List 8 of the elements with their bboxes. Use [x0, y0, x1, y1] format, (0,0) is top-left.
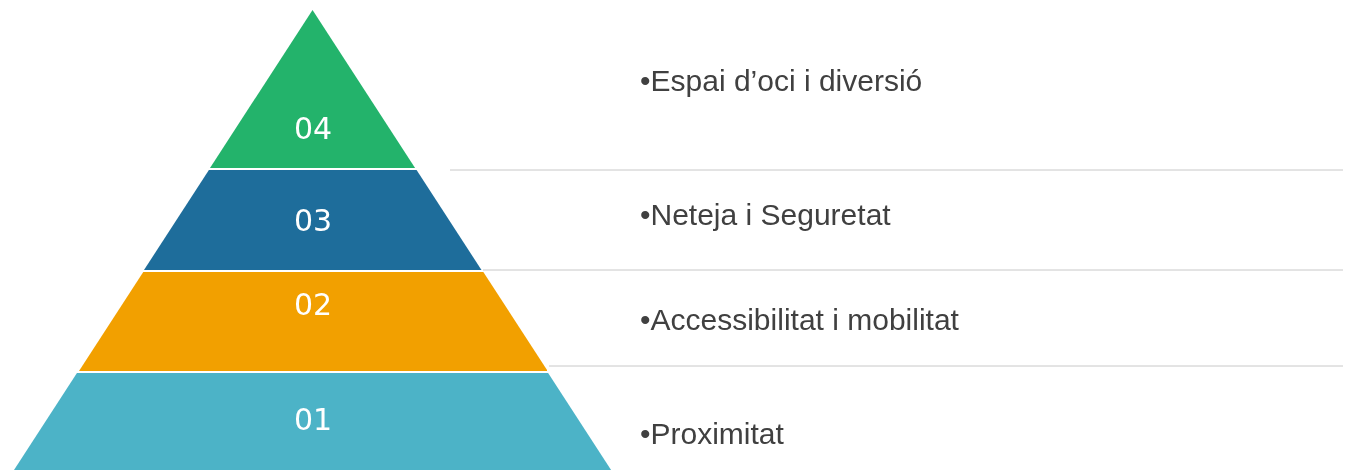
level-description: •Espai d’oci i diversió: [640, 64, 923, 98]
level-description: •Neteja i Seguretat: [640, 198, 891, 232]
level-number: 02: [292, 288, 334, 322]
level-description: •Proximitat: [640, 417, 784, 451]
level-number: 04: [292, 112, 334, 146]
level-description: •Accessibilitat i mobilitat: [640, 303, 959, 337]
level-number: 01: [292, 403, 334, 437]
level-number: 03: [292, 204, 334, 238]
